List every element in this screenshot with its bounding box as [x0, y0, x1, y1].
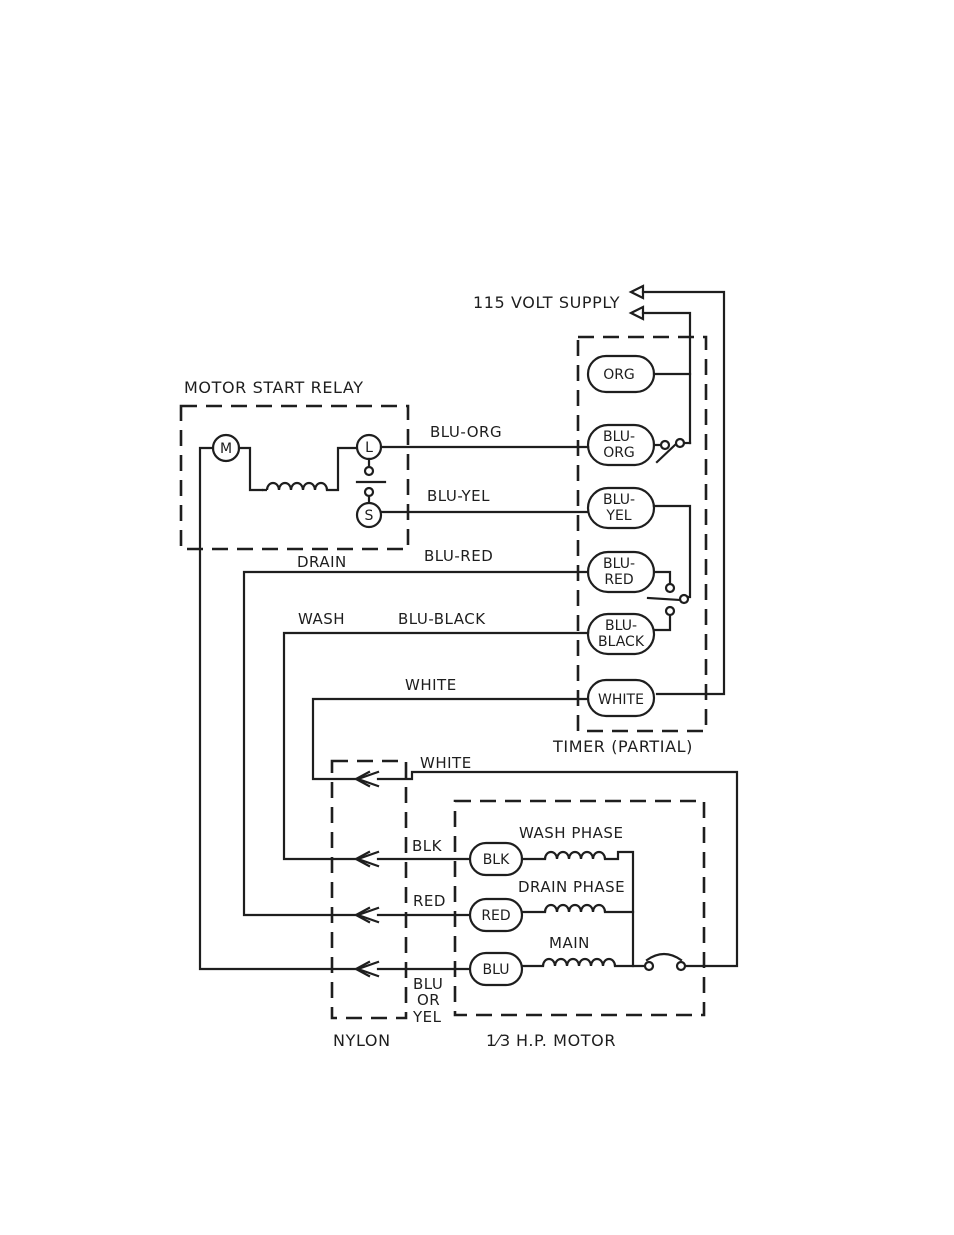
svg-text:ORG: ORG: [603, 445, 635, 461]
relay-box: [181, 406, 408, 549]
connector-pin-blu: [356, 962, 378, 976]
svg-text:1⁄3: 1⁄3: [486, 1031, 511, 1050]
timer-switch-1: [654, 374, 690, 462]
connector-pin-red: [356, 908, 378, 922]
timer-terminal-blu-red: BLU- RED: [588, 552, 654, 592]
svg-text:BLU-: BLU-: [603, 556, 635, 572]
relay-coil: [262, 483, 327, 490]
relay-coil-lead-left: [239, 448, 262, 490]
wire-label-blu-or-yel-3: YEL: [412, 1008, 442, 1026]
wash-phase-label: WASH PHASE: [519, 824, 623, 842]
relay-coil-lead-right: [327, 448, 357, 490]
main-winding: [522, 959, 645, 966]
wire-label-white-timer: WHITE: [405, 676, 457, 694]
wire-label-blu-org: BLU-ORG: [430, 423, 502, 441]
relay-title: MOTOR START RELAY: [184, 378, 364, 397]
drain-phase-label: DRAIN PHASE: [518, 878, 625, 896]
timer-terminal-white: WHITE: [588, 680, 654, 716]
nylon-connector-box: [332, 761, 406, 1018]
timer-terminal-blu-org: BLU- ORG: [588, 425, 654, 465]
wire-label-red: RED: [413, 892, 446, 910]
wire-label-blu-or-yel-2: OR: [417, 991, 440, 1009]
svg-text:BLK: BLK: [483, 852, 510, 868]
wire-label-wash: WASH: [298, 610, 345, 628]
motor-terminal-blk: BLK: [470, 843, 522, 875]
motor-terminal-red: RED: [470, 899, 522, 931]
svg-text:BLU-: BLU-: [603, 429, 635, 445]
svg-text:ORG: ORG: [603, 367, 635, 383]
svg-text:BLU-: BLU-: [605, 618, 637, 634]
wire-label-blu-yel: BLU-YEL: [427, 487, 490, 505]
nylon-title: NYLON: [333, 1031, 391, 1050]
supply-label: 115 VOLT SUPPLY: [473, 293, 620, 312]
svg-text:H.P. MOTOR: H.P. MOTOR: [516, 1031, 616, 1050]
relay-contacts: [357, 459, 385, 503]
timer-terminal-blu-yel: BLU- YEL: [588, 488, 654, 528]
svg-text:RED: RED: [481, 908, 510, 924]
wire-label-blk: BLK: [412, 837, 443, 855]
wire-label-white-motor: WHITE: [420, 754, 472, 772]
svg-text:BLACK: BLACK: [598, 634, 645, 650]
connector-pin-white: [356, 772, 378, 786]
svg-text:S: S: [365, 508, 374, 524]
relay-terminal-l: L: [357, 435, 381, 459]
motor-terminal-blu: BLU: [470, 953, 522, 985]
motor-title: 1⁄3 H.P. MOTOR: [486, 1031, 616, 1050]
connector-pin-blk: [356, 852, 378, 866]
svg-text:L: L: [365, 440, 373, 456]
timer-box: [578, 337, 706, 731]
main-label: MAIN: [549, 934, 590, 952]
svg-text:WHITE: WHITE: [598, 692, 644, 708]
svg-text:RED: RED: [604, 572, 633, 588]
svg-text:M: M: [220, 441, 232, 457]
timer-terminal-org: ORG: [588, 356, 654, 392]
timer-terminal-blu-black: BLU- BLACK: [588, 614, 654, 654]
motor-overload-switch: [645, 954, 685, 970]
wire-label-blu-red: BLU-RED: [424, 547, 493, 565]
drain-phase-winding: [522, 905, 633, 912]
svg-text:YEL: YEL: [605, 508, 631, 524]
relay-terminal-s: S: [357, 503, 381, 527]
timer-title: TIMER (PARTIAL): [552, 737, 693, 756]
relay-terminal-m: M: [213, 435, 239, 461]
wire-label-drain: DRAIN: [297, 553, 347, 571]
svg-text:BLU: BLU: [483, 962, 510, 978]
wire-label-blu-black: BLU-BLACK: [398, 610, 486, 628]
svg-text:BLU-: BLU-: [603, 492, 635, 508]
